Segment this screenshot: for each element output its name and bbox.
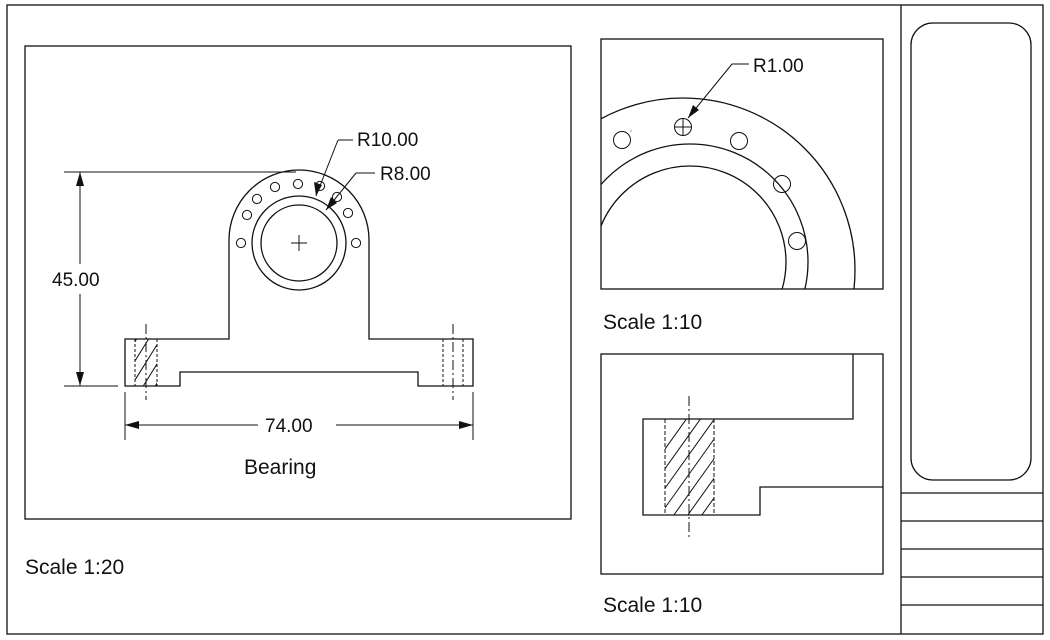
center-mark <box>291 235 307 251</box>
bore-outer-circle <box>251 195 347 291</box>
bearing-front-view <box>124 169 474 400</box>
main-view-scale: Scale 1:20 <box>25 556 124 579</box>
detail-small-hole <box>674 118 692 136</box>
radius-inner-label: R8.00 <box>380 164 431 185</box>
detail-bore-outer <box>601 143 809 289</box>
detail-top-geometry <box>601 97 856 289</box>
radius-small-label: R1.00 <box>753 56 804 77</box>
part-name-label: Bearing <box>244 456 316 479</box>
bearing-outline <box>124 169 474 387</box>
detail-bore-inner <box>601 165 787 289</box>
height-dimension <box>64 171 296 387</box>
radius-outer-leader <box>314 139 353 197</box>
detail-hatching <box>665 419 714 515</box>
bore-inner-circle <box>260 204 338 282</box>
title-block-rows <box>901 492 1043 606</box>
detail-top-scale: Scale 1:10 <box>603 311 702 334</box>
sheet-border <box>6 4 1044 635</box>
main-view-frame <box>24 45 572 520</box>
radius-small-leader <box>687 63 749 119</box>
detail-hidden-edges <box>664 419 715 515</box>
width-dimension <box>124 392 474 440</box>
detail-top-frame <box>600 38 884 290</box>
hidden-hole-edges <box>134 339 464 386</box>
left-hole-hatching <box>135 339 157 386</box>
detail-foot-outline <box>642 354 883 516</box>
radius-outer-label: R10.00 <box>357 130 418 151</box>
detail-flange-arc <box>601 97 856 289</box>
width-dimension-label: 74.00 <box>265 416 313 437</box>
detail-bottom-frame <box>600 353 884 575</box>
detail-bolt-holes <box>613 130 806 250</box>
title-block-rounded-panel <box>910 22 1032 481</box>
height-dimension-label: 45.00 <box>52 270 100 291</box>
radius-inner-leader <box>325 172 375 211</box>
detail-bottom-scale: Scale 1:10 <box>603 594 702 617</box>
